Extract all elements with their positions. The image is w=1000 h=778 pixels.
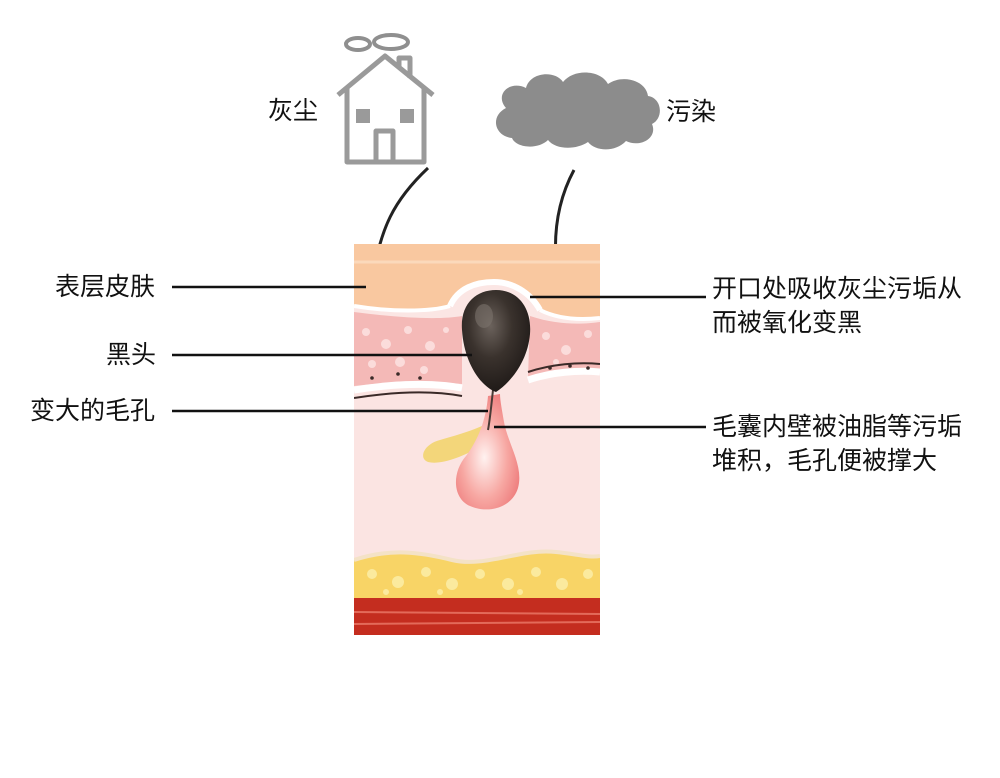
skin-cross-section <box>354 244 600 635</box>
label-opening: 开口处吸收灰尘污垢从而被氧化变黑 <box>712 274 963 337</box>
house-icon <box>336 53 435 165</box>
label-pollution: 污染 <box>666 97 717 126</box>
label-enlarged-pore: 变大的毛孔 <box>30 396 156 425</box>
hair-follicle <box>455 394 520 510</box>
label-follicle-wall: 毛囊内壁被油脂等污垢堆积，毛孔便被撑大 <box>712 412 963 475</box>
sebaceous-gland <box>423 418 494 463</box>
label-dust: 灰尘 <box>268 96 319 125</box>
label-blackhead: 黑头 <box>106 340 157 369</box>
label-epidermis: 表层皮肤 <box>55 272 156 301</box>
cloud-icon <box>495 72 660 150</box>
smoke-rings-icon <box>344 33 410 52</box>
